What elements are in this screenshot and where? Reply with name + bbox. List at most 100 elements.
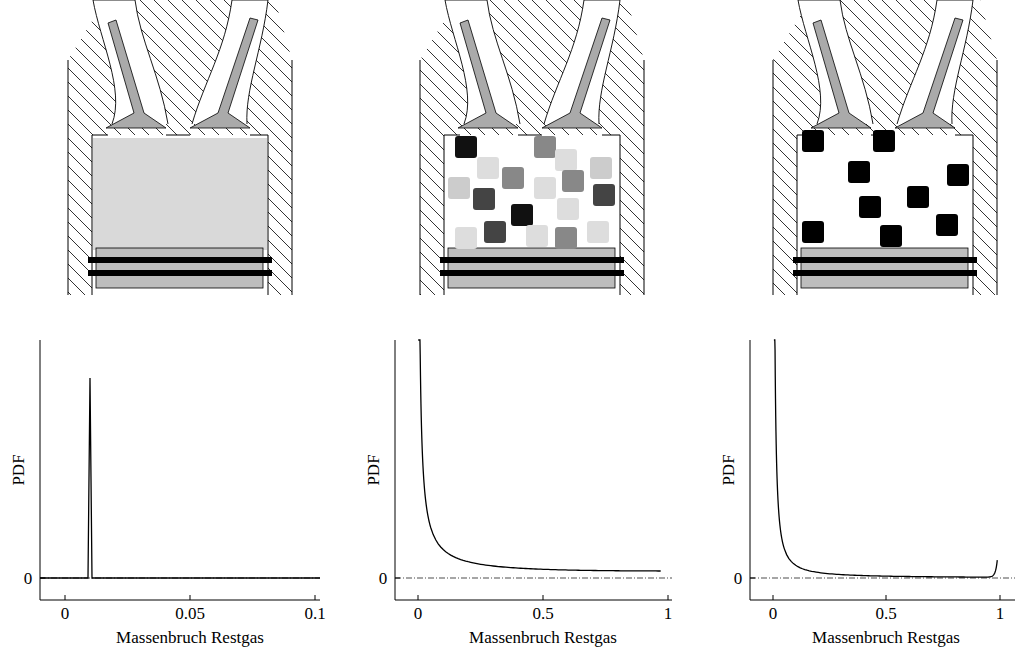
tick-label: 0 [24, 570, 33, 587]
piston-ring [793, 270, 977, 276]
x-tick [668, 595, 669, 600]
gas-parcel [473, 188, 495, 210]
gas-parcel [455, 136, 477, 158]
piston [801, 248, 968, 288]
x-tick [315, 595, 316, 600]
x-tick [886, 595, 887, 600]
exhaust-valve [895, 18, 963, 128]
wall-line [68, 60, 69, 295]
x-tick [543, 595, 544, 600]
wall-line [518, 135, 542, 136]
axis-title: Massenbruch Restgas [812, 629, 960, 646]
axis-title: Massenbruch Restgas [116, 629, 264, 646]
gas-parcel [947, 164, 969, 186]
gas-parcel [477, 157, 499, 179]
engine-cylinder [68, 0, 292, 300]
wall-line [602, 135, 620, 136]
tick-label: 0.5 [875, 605, 896, 622]
tick-label: 0 [379, 570, 388, 587]
cylinder-head [68, 0, 292, 295]
gas-parcel [455, 227, 477, 249]
gas-parcel [534, 177, 556, 199]
piston-ring [440, 270, 624, 276]
pdf-curve [774, 340, 997, 577]
pdf-plot [395, 340, 672, 600]
piston-ring [440, 257, 624, 263]
y-axis [395, 340, 396, 600]
x-tick [773, 595, 774, 600]
x-tick [190, 595, 191, 600]
wall-line [773, 60, 774, 295]
gas-parcel [534, 136, 556, 158]
exhaust-valve [190, 18, 258, 128]
gas-parcel [448, 177, 470, 199]
tick-label: 0 [769, 605, 778, 622]
tick-label: 0 [61, 605, 70, 622]
piston [448, 248, 615, 288]
wall-line [292, 60, 293, 295]
gas-parcel [502, 167, 524, 189]
y-axis [750, 340, 751, 600]
gas-parcel [859, 196, 881, 218]
x-axis [395, 600, 672, 601]
axis-title: PDF [10, 454, 27, 485]
tick-label: 0.5 [532, 605, 553, 622]
intake-port [445, 0, 520, 124]
gas-parcel [555, 149, 577, 171]
gas-parcel [587, 221, 609, 243]
residual-gas-fill [93, 138, 267, 250]
piston-ring [88, 257, 272, 263]
x-tick [418, 595, 419, 600]
gas-parcel [802, 221, 824, 243]
gas-parcel [526, 225, 548, 247]
intake-valve [106, 20, 166, 128]
gas-parcel [907, 186, 929, 208]
piston-ring [793, 257, 977, 263]
intake-valve [811, 20, 871, 128]
gas-parcel [848, 161, 870, 183]
gas-parcel [511, 204, 533, 226]
intake-port [798, 0, 873, 124]
wall-line [166, 135, 190, 136]
zero-line [395, 578, 672, 579]
axis-title: PDF [720, 454, 737, 485]
engine-cylinder [773, 0, 997, 300]
gas-parcel [873, 130, 895, 152]
gas-parcel [936, 214, 958, 236]
tick-label: 0 [734, 570, 743, 587]
x-axis [40, 600, 320, 601]
gas-parcel [555, 227, 577, 249]
gas-parcel [802, 130, 824, 152]
piston [96, 248, 263, 288]
wall-line [444, 135, 460, 136]
pdf-plot [750, 340, 1015, 600]
wall-line [644, 60, 645, 295]
gas-parcel [557, 198, 579, 220]
wall-line [420, 60, 421, 295]
axis-title: PDF [365, 454, 382, 485]
axis-title: Massenbruch Restgas [469, 629, 617, 646]
intake-valve [458, 20, 518, 128]
gas-parcel [484, 221, 506, 243]
exhaust-valve [542, 18, 610, 128]
x-tick [65, 595, 66, 600]
tick-label: 0.05 [175, 605, 205, 622]
x-tick [1000, 595, 1001, 600]
gas-parcel [593, 184, 615, 206]
tick-label: 1 [664, 605, 673, 622]
gas-parcel [880, 225, 902, 247]
x-axis [750, 600, 1015, 601]
tick-label: 0 [414, 605, 423, 622]
wall-line [997, 60, 998, 295]
gas-parcel [590, 157, 612, 179]
pdf-curve [40, 378, 320, 578]
tick-label: 1 [996, 605, 1005, 622]
intake-port [93, 0, 168, 124]
pdf-curve [418, 340, 661, 571]
wall-line [955, 135, 973, 136]
y-axis [40, 340, 41, 600]
wall-line [250, 135, 268, 136]
piston-ring [88, 270, 272, 276]
pdf-plot [40, 340, 320, 600]
